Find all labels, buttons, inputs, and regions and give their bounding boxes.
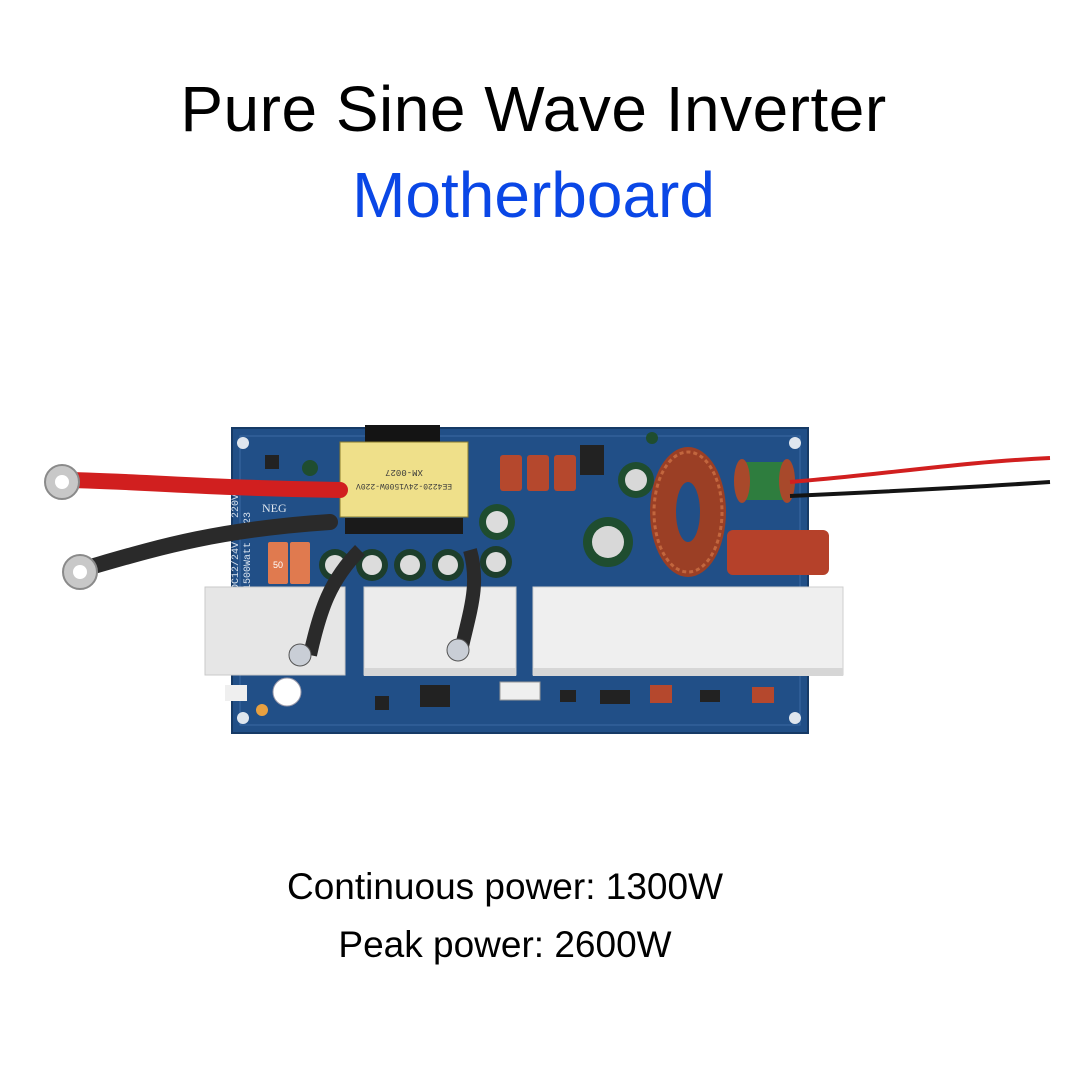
ring-terminals (44, 464, 98, 590)
transformer-label-2: EE4220-24V1500W-220V (356, 481, 452, 490)
pcb-side-markings: DC12/24V TO 220V 1500Watt 2023 NEG (230, 494, 287, 590)
fuse-label: 50 (273, 560, 283, 570)
brand-label: NEG (262, 501, 287, 515)
transformer-label-1: XM-0027 (385, 467, 423, 477)
small-components (225, 445, 720, 716)
toroidal-inductor (650, 447, 795, 577)
pcb-label-2: 1500Watt 2023 (243, 512, 254, 590)
fuses: 50 (268, 542, 310, 584)
page-title: Pure Sine Wave Inverter (180, 73, 887, 145)
film-capacitors (500, 455, 829, 703)
inverter-board-photo: DC12/24V TO 220V 1500Watt 2023 NEG XM-00… (0, 400, 1067, 780)
continuous-power-spec: Continuous power: 1300W (286, 866, 724, 907)
peak-power-spec: Peak power: 2600W (338, 924, 672, 965)
transformer: XM-0027 EE4220-24V1500W-220V (339, 425, 469, 534)
power-cables (52, 456, 1051, 667)
pcb-label-1: DC12/24V TO 220V (230, 494, 242, 590)
page-subtitle: Motherboard (352, 159, 715, 231)
